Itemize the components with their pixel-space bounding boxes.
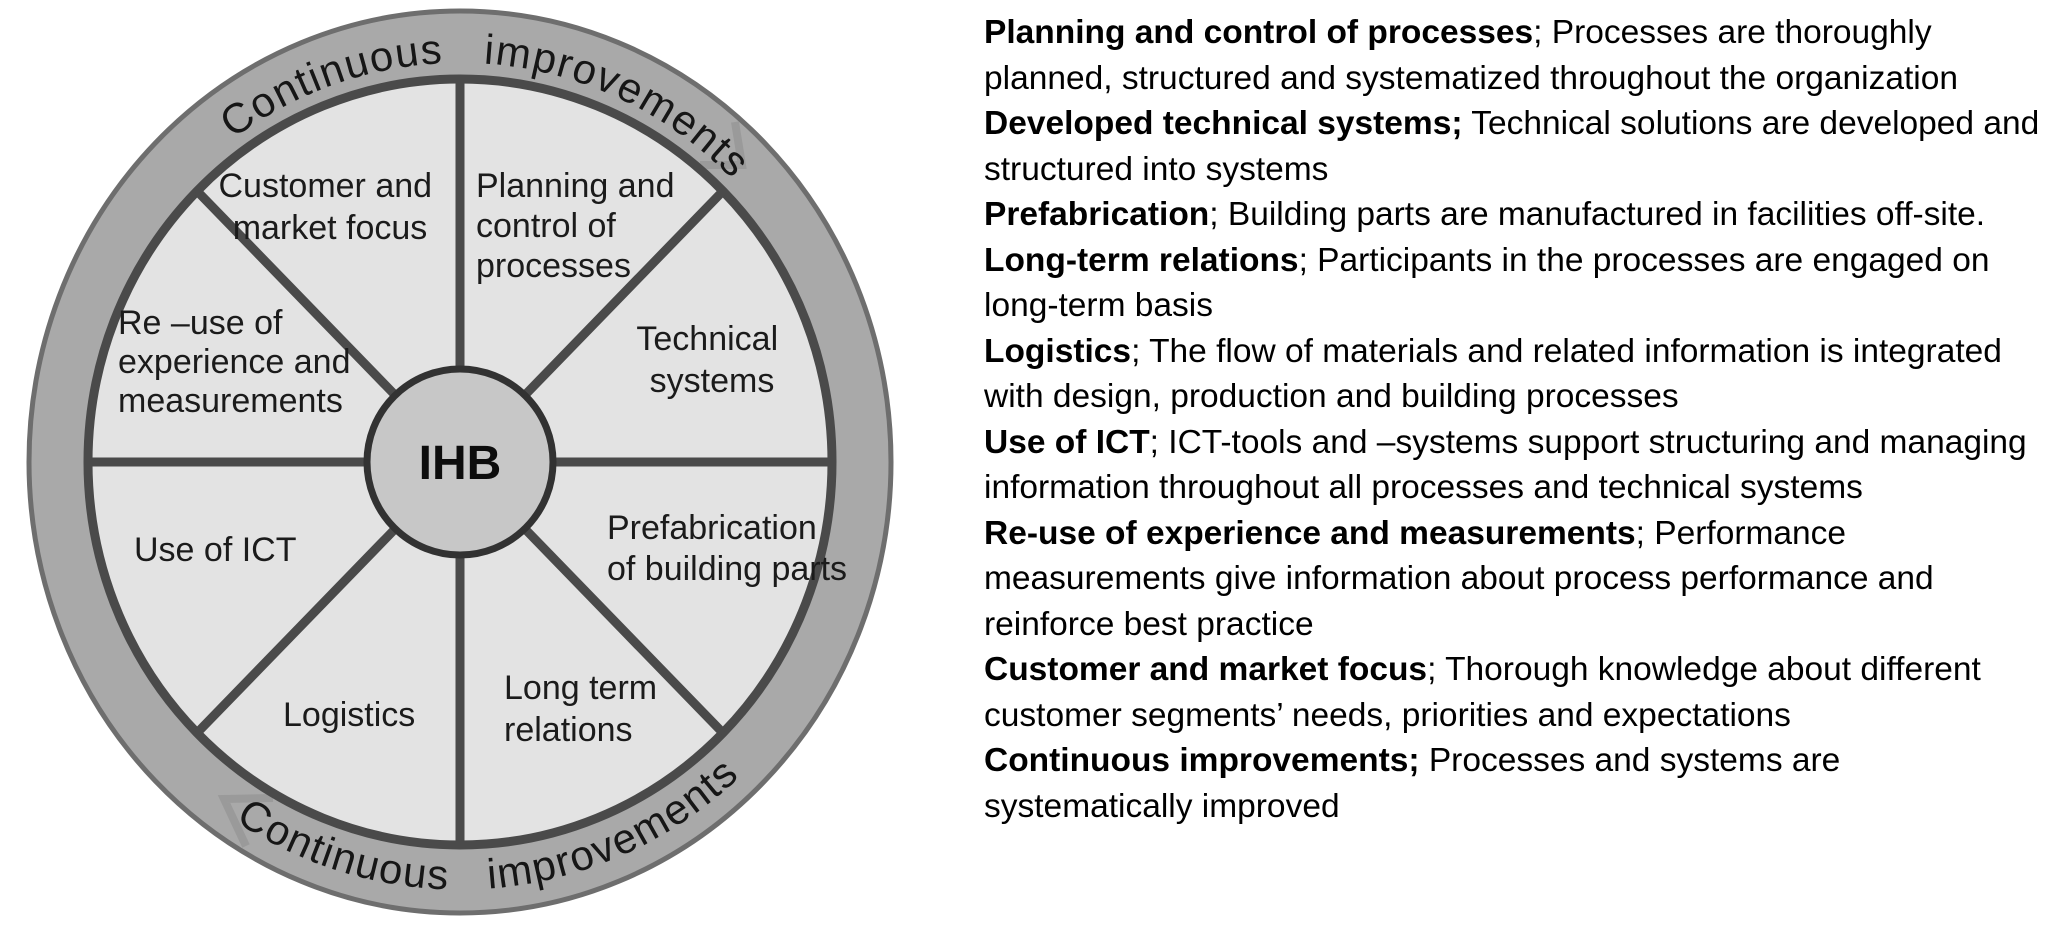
definition-term: Planning and control of processes [984,14,1534,51]
definition-text: ; Thorough knowledge about different cus… [984,651,1981,734]
definitions-panel: Planning and control of processes; Proce… [984,10,2046,829]
definition-item: Logistics; The flow of materials and rel… [984,329,2046,420]
ring-arrow-chevron-top-right [700,121,747,169]
segment-label-prefabrication: Prefabrication of building parts [607,509,847,588]
definition-item: Customer and market focus; Thorough know… [984,647,2046,738]
definition-text: ; ICT-tools and –systems support structu… [984,423,2027,507]
segment-label-re-use: Re –use of experience and measurements [118,304,360,420]
segment-label-planning-and-control: Planning and control of processes [476,167,684,285]
segment-label-customer-market-focus: Customer and market focus [219,167,442,247]
hub-label: IHB [419,437,502,490]
definition-text: ; Performance measurements give informat… [984,514,1934,643]
definition-text: Processes and systems are systematically… [984,742,1841,825]
ring-arrow-chevron-bottom-left [217,794,274,848]
ihb-wheel-diagram: Continuous improvements Continuous impro… [0,0,920,925]
hub-circle [363,365,557,559]
definition-term: Customer and market focus [984,651,1428,688]
definition-item: Re-use of experience and measurements; P… [984,511,2046,648]
definition-text: ; Participants in the processes are enga… [984,241,1990,325]
definition-term: Continuous improvements; [984,742,1420,779]
segment-label-logistics: Logistics [283,696,415,734]
definition-text: ; Processes are thoroughly planned, stru… [984,14,1958,97]
definition-item: Prefabrication; Building parts are manuf… [984,192,2046,238]
wheel-svg: Continuous improvements Continuous impro… [26,8,894,916]
definition-text: ; Building parts are manufactured in fac… [1209,196,1986,233]
definition-item: Planning and control of processes; Proce… [984,10,2046,101]
definition-term: Developed technical systems; [984,105,1463,142]
definition-term: Prefabrication [984,196,1210,233]
definition-item: Developed technical systems; Technical s… [984,101,2046,192]
definition-term: Use of ICT [984,423,1150,461]
definition-term: Logistics [984,332,1132,370]
segment-label-technical-systems: Technical systems [636,320,787,400]
definition-item: Use of ICT; ICT-tools and –systems suppo… [984,420,2046,511]
definition-item: Continuous improvements; Processes and s… [984,738,2046,829]
definition-text: ; The flow of materials and related info… [984,332,2002,416]
definition-text: Technical solutions are developed and st… [984,105,2040,188]
segment-label-use-of-ict: Use of ICT [134,531,296,569]
definition-item: Long-term relations; Participants in the… [984,238,2046,329]
definition-term: Re-use of experience and measurements [984,514,1636,552]
segment-label-long-term-relations: Long term relations [504,669,667,749]
definition-term: Long-term relations [984,241,1299,279]
